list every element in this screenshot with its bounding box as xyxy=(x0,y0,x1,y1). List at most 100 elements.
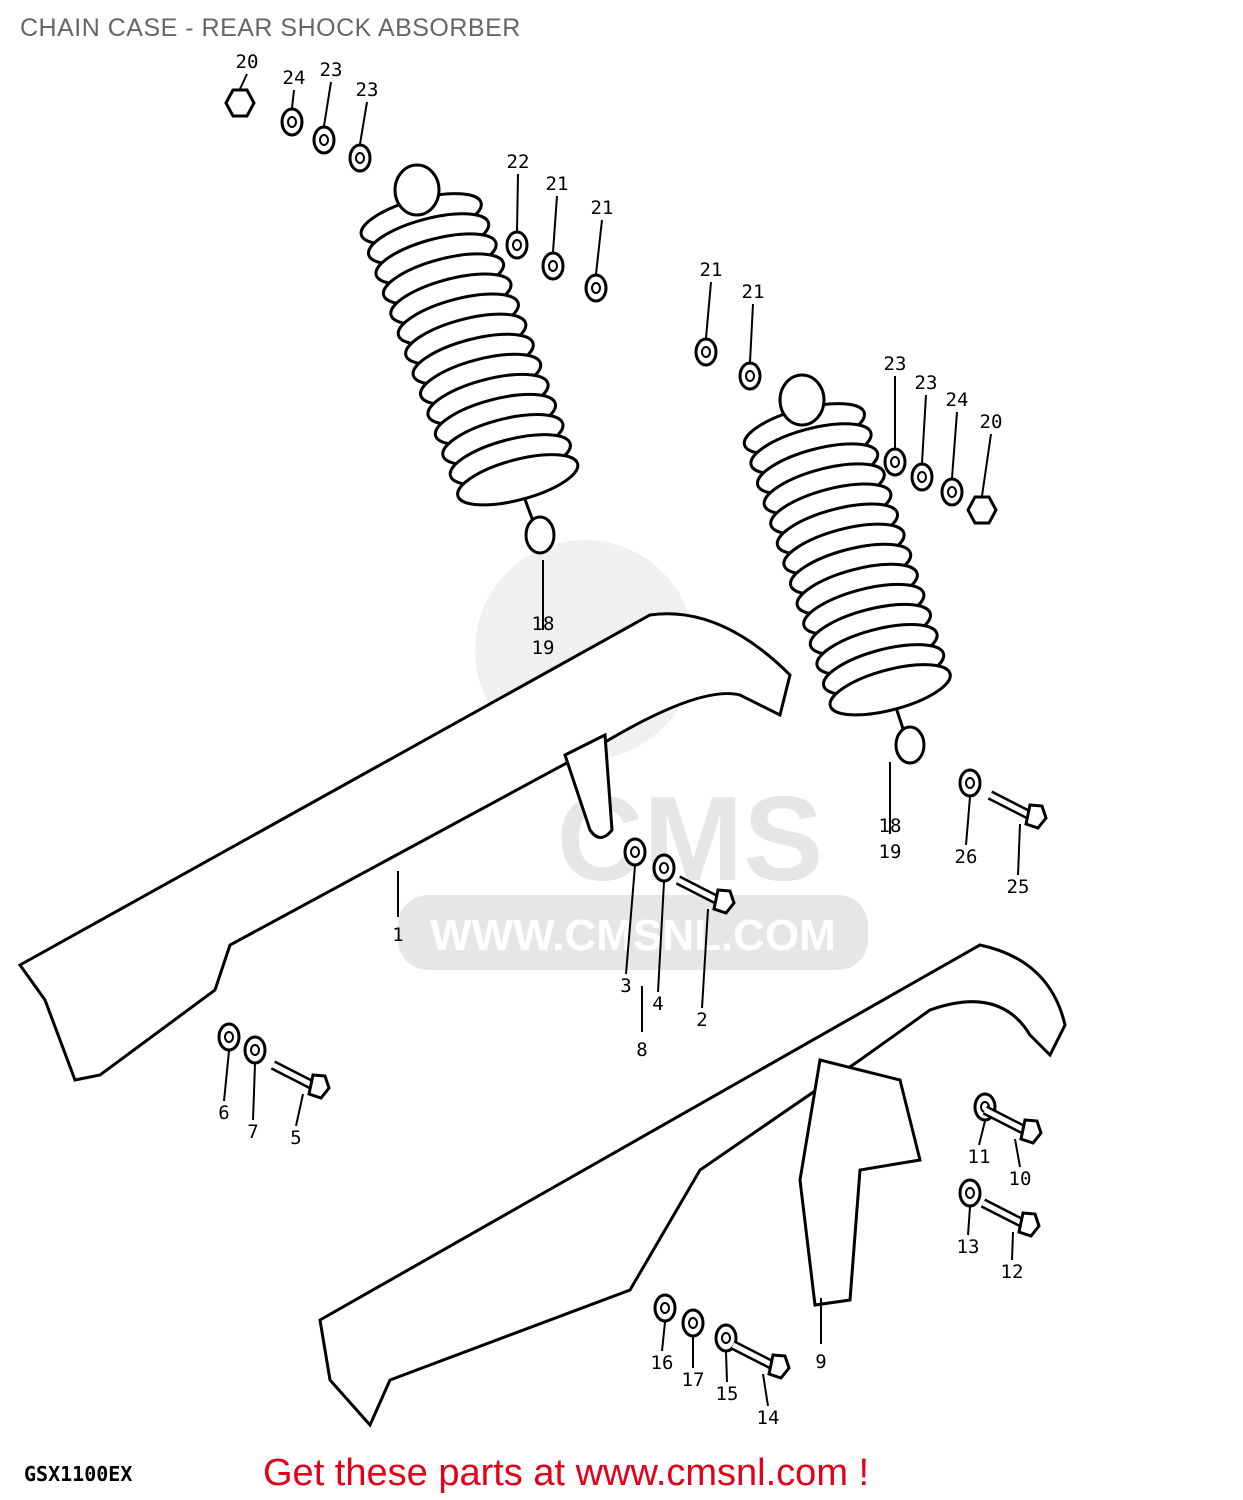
leader-line xyxy=(252,1063,256,1121)
callout-label: 4 xyxy=(652,993,663,1015)
callout-label: 24 xyxy=(946,389,969,411)
leader-line xyxy=(1014,1138,1021,1168)
callout-label: 1 xyxy=(392,924,403,946)
washer-hole xyxy=(721,1332,731,1344)
washer-icon xyxy=(505,230,529,260)
bolt-icon xyxy=(1017,1211,1041,1238)
washer-icon xyxy=(910,462,934,492)
leader-line xyxy=(625,865,636,975)
callout-label: 13 xyxy=(957,1236,980,1258)
washer-icon xyxy=(623,837,647,867)
callout-label: 15 xyxy=(716,1383,739,1405)
shock-top-eye xyxy=(778,373,826,427)
callout-label: 20 xyxy=(980,411,1003,433)
leader-line xyxy=(657,881,665,993)
callout-label: 9 xyxy=(815,1351,826,1373)
leader-line xyxy=(725,1351,728,1383)
callout-label: 23 xyxy=(915,372,938,394)
washer-hole xyxy=(250,1044,260,1056)
leader-line xyxy=(552,195,558,253)
washer-hole xyxy=(659,862,669,874)
callout-label: 14 xyxy=(757,1407,780,1429)
callout-label: 2 xyxy=(696,1009,707,1031)
washer-hole xyxy=(630,846,640,858)
washer-hole xyxy=(355,152,365,164)
nut-icon xyxy=(966,495,998,525)
leader-line xyxy=(967,1206,971,1236)
leader-line xyxy=(223,1050,230,1102)
washer-hole xyxy=(660,1302,670,1314)
washer-icon xyxy=(541,251,565,281)
leader-line xyxy=(705,281,712,339)
washer-hole xyxy=(890,456,900,468)
callout-label: 5 xyxy=(290,1127,301,1149)
leader-line xyxy=(661,1321,666,1352)
washer-icon xyxy=(694,337,718,367)
washer-hole xyxy=(224,1031,234,1043)
callout-label: 6 xyxy=(218,1102,229,1124)
washer-icon xyxy=(584,273,608,303)
leader-line xyxy=(516,173,519,232)
leader-line xyxy=(323,81,332,127)
leader-line xyxy=(291,89,295,109)
callout-label: 25 xyxy=(1007,876,1030,898)
bolt-icon xyxy=(1019,1118,1043,1145)
callout-label: 12 xyxy=(1001,1261,1024,1283)
callout-label: 19 xyxy=(879,841,902,863)
washer-icon xyxy=(652,853,676,883)
callout-label: 3 xyxy=(620,975,631,997)
leader-line xyxy=(965,796,971,846)
bolt-icon xyxy=(767,1353,791,1380)
callout-label: 11 xyxy=(968,1146,991,1168)
bolt-icon xyxy=(712,888,736,915)
callout-label: 21 xyxy=(546,173,569,195)
leader-line xyxy=(951,411,958,479)
hardware xyxy=(217,88,1048,1380)
shock-absorber xyxy=(359,163,580,555)
washer-icon xyxy=(958,1178,982,1208)
washer-icon xyxy=(348,143,372,173)
leader-line xyxy=(749,303,754,363)
leader-line xyxy=(359,101,368,145)
leader-line xyxy=(701,908,709,1009)
washer-icon xyxy=(312,125,336,155)
spring-coil xyxy=(456,453,580,507)
callout-label: 21 xyxy=(700,259,723,281)
washer-hole xyxy=(319,134,329,146)
leader-line xyxy=(981,433,992,497)
washer-hole xyxy=(591,282,601,294)
leader-line xyxy=(1017,823,1021,876)
washer-icon xyxy=(958,768,982,798)
washer-hole xyxy=(965,1187,975,1199)
leader-line xyxy=(595,219,603,275)
spring-coil xyxy=(828,663,952,717)
washer-icon xyxy=(243,1035,267,1065)
washer-icon xyxy=(217,1022,241,1052)
callout-label: 20 xyxy=(236,51,259,73)
callout-label: 26 xyxy=(955,846,978,868)
callout-label: 22 xyxy=(507,151,530,173)
leader-line xyxy=(295,1093,304,1127)
shock-bottom-eye xyxy=(524,515,556,555)
washer-icon xyxy=(714,1323,738,1353)
leader-line xyxy=(762,1373,769,1407)
washer-icon xyxy=(681,1308,705,1338)
washer-hole xyxy=(701,346,711,358)
chain-case-lower xyxy=(318,943,1067,1428)
part-shapes xyxy=(17,612,1067,1428)
callout-label: 8 xyxy=(636,1039,647,1061)
washer-hole xyxy=(512,239,522,251)
model-code: GSX1100EX xyxy=(24,1462,133,1486)
leader-line xyxy=(978,1120,986,1146)
callout-label: 10 xyxy=(1009,1168,1032,1190)
shock-top-eye xyxy=(393,163,441,217)
washer-icon xyxy=(738,361,762,391)
washer-hole xyxy=(287,116,297,128)
bolt-icon xyxy=(307,1073,331,1100)
washer-icon xyxy=(280,107,304,137)
promo-link[interactable]: Get these parts at www.cmsnl.com ! xyxy=(263,1452,870,1494)
callout-label: 24 xyxy=(283,67,306,89)
callout-label: 19 xyxy=(532,637,555,659)
